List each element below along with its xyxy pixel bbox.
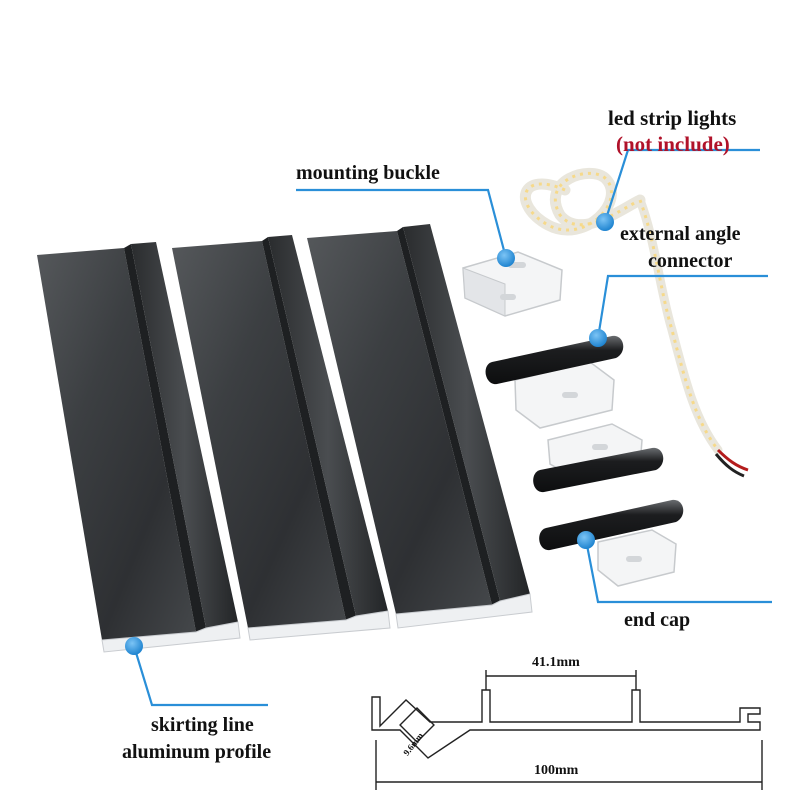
callout-skirting [132, 645, 268, 707]
callout-dot-endcap [577, 531, 595, 549]
profile-groove [262, 237, 356, 620]
end-cap-image [539, 499, 684, 587]
profile-rail [131, 242, 238, 628]
external-angle-connector-image [485, 335, 624, 429]
not-include-note: (not include) [616, 132, 730, 156]
callout-led [603, 148, 760, 223]
profile-groove [397, 227, 500, 605]
aluminum-profile-1 [37, 242, 241, 653]
external-angle-label-line1: external angle [620, 223, 741, 245]
profile-groove [124, 244, 206, 632]
section-channel [399, 707, 435, 743]
cross-section-drawing [371, 670, 763, 790]
callout-external [596, 274, 768, 339]
led-strip-label: led strip lights [608, 106, 737, 130]
mounting-buckle-label: mounting buckle [296, 162, 440, 184]
callout-dot-external [589, 329, 607, 347]
profile-rail [403, 224, 530, 601]
mounting-buckle-image [462, 251, 563, 317]
callout-dot-buckle [497, 249, 515, 267]
callout-dot-skirting [125, 637, 143, 655]
skirting-label-line1: skirting line [151, 714, 254, 736]
profile-rail [268, 235, 388, 616]
led-strip-image [519, 167, 749, 478]
profile-face [307, 231, 492, 614]
section-outline [371, 689, 761, 759]
aluminum-profile-3 [307, 224, 533, 629]
profile-face [172, 241, 346, 628]
skirting-label-line2: aluminum profile [122, 741, 272, 763]
external-angle-label-line2: connector [648, 250, 733, 272]
dimension-total-width: 100mm [534, 763, 579, 778]
end-cap-label: end cap [624, 609, 691, 631]
dimension-inner-width: 41.1mm [532, 655, 580, 670]
profile-face [37, 248, 196, 640]
aluminum-profile-2 [172, 235, 391, 641]
callout-buckle [296, 188, 508, 259]
callout-lines [132, 148, 772, 707]
callout-endcap [584, 539, 772, 604]
callout-dots [125, 213, 614, 655]
profile-end [247, 610, 391, 641]
profile-end [395, 593, 533, 629]
callout-dot-led [596, 213, 614, 231]
end-cap-set-image [533, 423, 664, 493]
